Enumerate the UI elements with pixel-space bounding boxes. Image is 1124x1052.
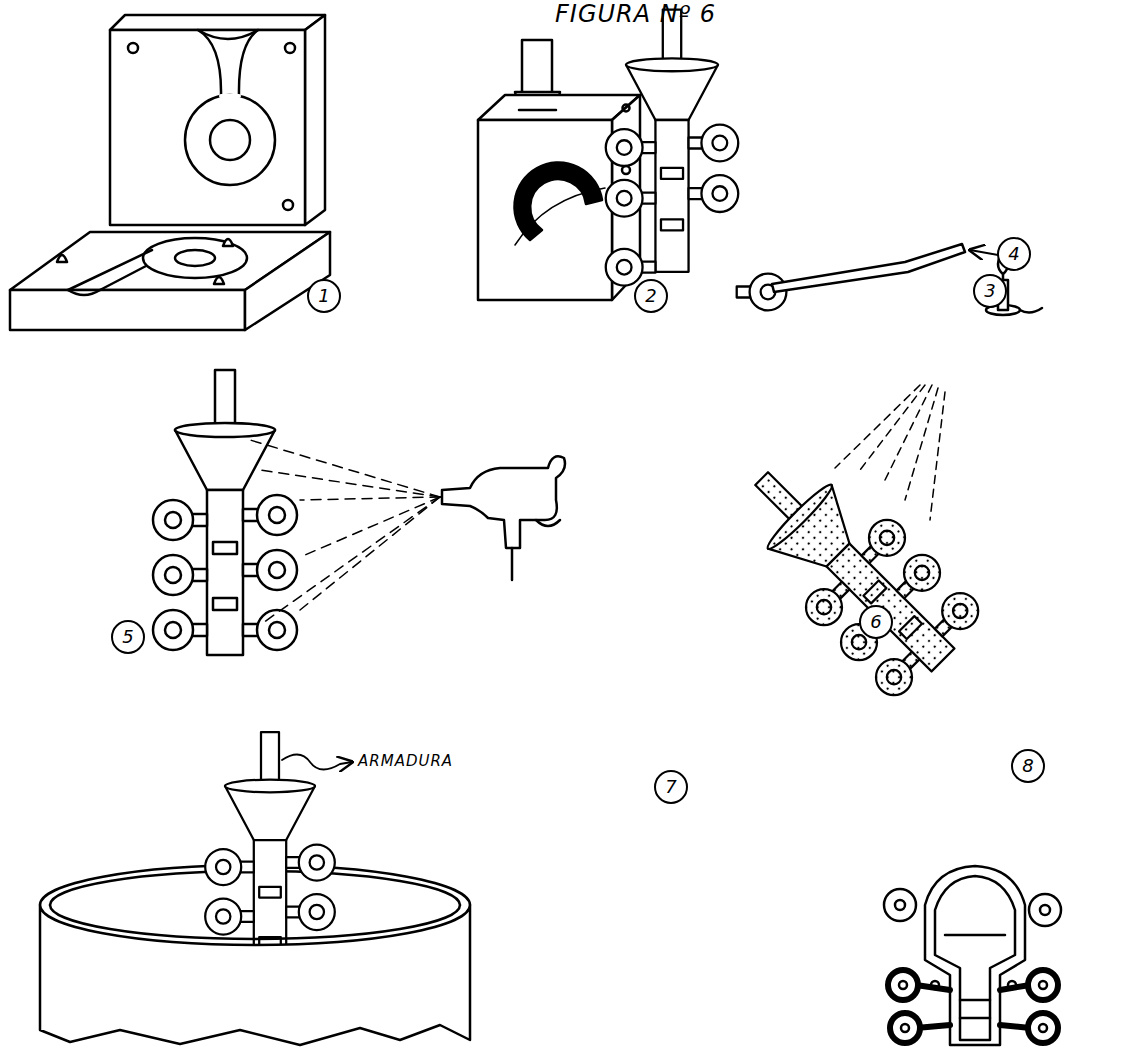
callout-number: 5 xyxy=(111,620,145,654)
ceramic-shell-section xyxy=(884,866,1061,1045)
callout-number: 2 xyxy=(634,279,668,313)
callout-number: 7 xyxy=(654,770,688,804)
stucco-coating xyxy=(716,385,989,706)
callout-number: 4 xyxy=(997,237,1031,271)
callout-number: 6 xyxy=(859,605,893,639)
slurry-dip xyxy=(40,732,470,1045)
mould-halves xyxy=(10,15,330,330)
callout-number: 8 xyxy=(1011,749,1045,783)
wax-tree-assembly xyxy=(606,10,1042,315)
part-label: ARMADURA xyxy=(358,752,453,770)
callout-number: 1 xyxy=(307,279,341,313)
figure-title: FIGURA Nº 6 xyxy=(555,0,716,28)
spray-coating xyxy=(153,370,565,655)
callout-number: 3 xyxy=(973,274,1007,308)
